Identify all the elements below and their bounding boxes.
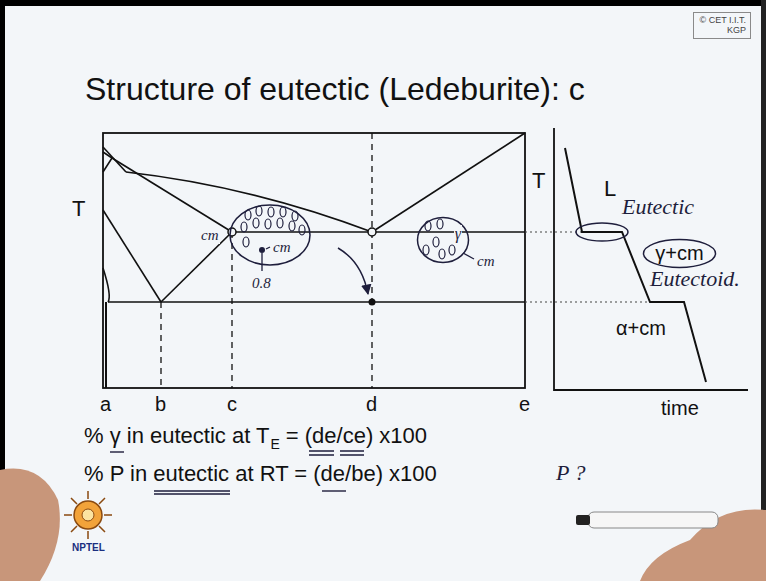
node-text: γ — [454, 225, 462, 243]
composition-line — [231, 232, 232, 388]
underline — [322, 490, 346, 491]
cementite-liquidus — [372, 133, 525, 232]
particle — [256, 206, 262, 216]
liquidus-line — [126, 172, 372, 232]
composition-marker: d — [366, 392, 377, 416]
underline — [154, 491, 230, 494]
particle — [439, 249, 445, 259]
solvus-line — [103, 268, 109, 302]
logo-center — [82, 509, 94, 521]
plateau-circle — [576, 223, 628, 241]
particle — [423, 245, 429, 255]
particle — [265, 219, 271, 229]
particle — [268, 207, 274, 217]
phase-label: cm — [476, 252, 496, 270]
projection-line — [525, 301, 650, 302]
axis-label: T — [72, 196, 85, 222]
underline — [340, 451, 364, 455]
microstructure-circle: γ — [416, 216, 470, 264]
formula-text: % P in eutectic at RT = (de/be) x100 — [84, 461, 437, 487]
cooling-curve — [565, 148, 706, 382]
phase-label: α+cm — [616, 316, 666, 340]
cementite-particles — [423, 219, 455, 259]
particle — [437, 219, 443, 229]
diagram-frame — [103, 133, 525, 388]
logo-text: NPTEL — [72, 542, 105, 554]
handwritten-note: P ? — [556, 460, 586, 486]
composition-marker: b — [155, 392, 166, 416]
phase-label: cm — [200, 226, 220, 244]
logo-ray — [64, 491, 112, 539]
composition-marker: c — [227, 392, 237, 416]
underline — [309, 451, 334, 455]
invariant-point — [368, 228, 376, 236]
formula-text: = (de/ce) x100 — [286, 423, 427, 449]
screen-edge — [761, 0, 766, 581]
invariant-point — [228, 228, 236, 236]
composition-line — [105, 302, 107, 388]
eutectic-line — [232, 231, 525, 233]
reaction-note: Eutectic — [622, 194, 694, 220]
composition-marker: a — [100, 392, 111, 416]
solidus-line — [112, 158, 232, 232]
particle — [277, 218, 283, 228]
microstructure-sketch — [230, 205, 310, 265]
formula-text: % γ in eutectic at T — [84, 423, 269, 449]
copyright-box: © CET I.I.T. KGP — [693, 12, 751, 39]
particle — [433, 237, 439, 247]
underline — [110, 451, 124, 452]
cooling-curve-axes — [554, 128, 748, 390]
leader-line — [463, 253, 474, 259]
axis-label: time — [661, 396, 699, 420]
phase-oval: γ+cm — [642, 238, 717, 269]
node-text: γ+cm — [655, 242, 703, 265]
particle — [245, 210, 251, 220]
acm-line — [161, 232, 232, 302]
eutectoid-line — [108, 301, 525, 303]
particle — [299, 225, 305, 235]
composition-line — [160, 302, 161, 388]
formula-line: % γ in eutectic at TE = (de/ce) x100 — [84, 423, 427, 451]
particle — [241, 222, 247, 232]
pen-tip — [576, 515, 590, 525]
particle — [280, 207, 286, 217]
composition-marker: e — [519, 392, 530, 416]
particle — [449, 245, 455, 255]
logo-rays — [64, 491, 112, 539]
particle — [292, 211, 298, 221]
formula-subscript: E — [270, 436, 279, 452]
axis-label: T — [532, 168, 545, 194]
leader-line — [266, 247, 270, 249]
logo-sun — [74, 501, 102, 529]
phase-label: L — [604, 176, 616, 202]
leader-line — [261, 253, 262, 271]
slide-title: Structure of eutectic (Ledeburite): c — [85, 70, 585, 108]
reaction-note: Eutectoid. — [650, 266, 740, 292]
phase-label: cm — [272, 238, 292, 256]
delta-region-line — [103, 152, 112, 172]
composition-line — [371, 133, 372, 388]
a3-line — [103, 210, 161, 302]
pearlite-dot — [259, 247, 265, 253]
particle — [289, 221, 295, 231]
screen-edge — [0, 0, 766, 6]
pen — [588, 512, 718, 528]
node-ellipse — [418, 218, 469, 263]
particle — [253, 218, 259, 228]
node-text: © CET I.I.T. KGP — [698, 15, 746, 36]
node-ellipse — [644, 240, 716, 268]
presenter-hand — [0, 469, 60, 581]
invariant-point — [369, 299, 376, 306]
composition-value: 0.8 — [251, 274, 272, 292]
particle — [243, 237, 249, 247]
pointer-arrow — [338, 248, 368, 294]
